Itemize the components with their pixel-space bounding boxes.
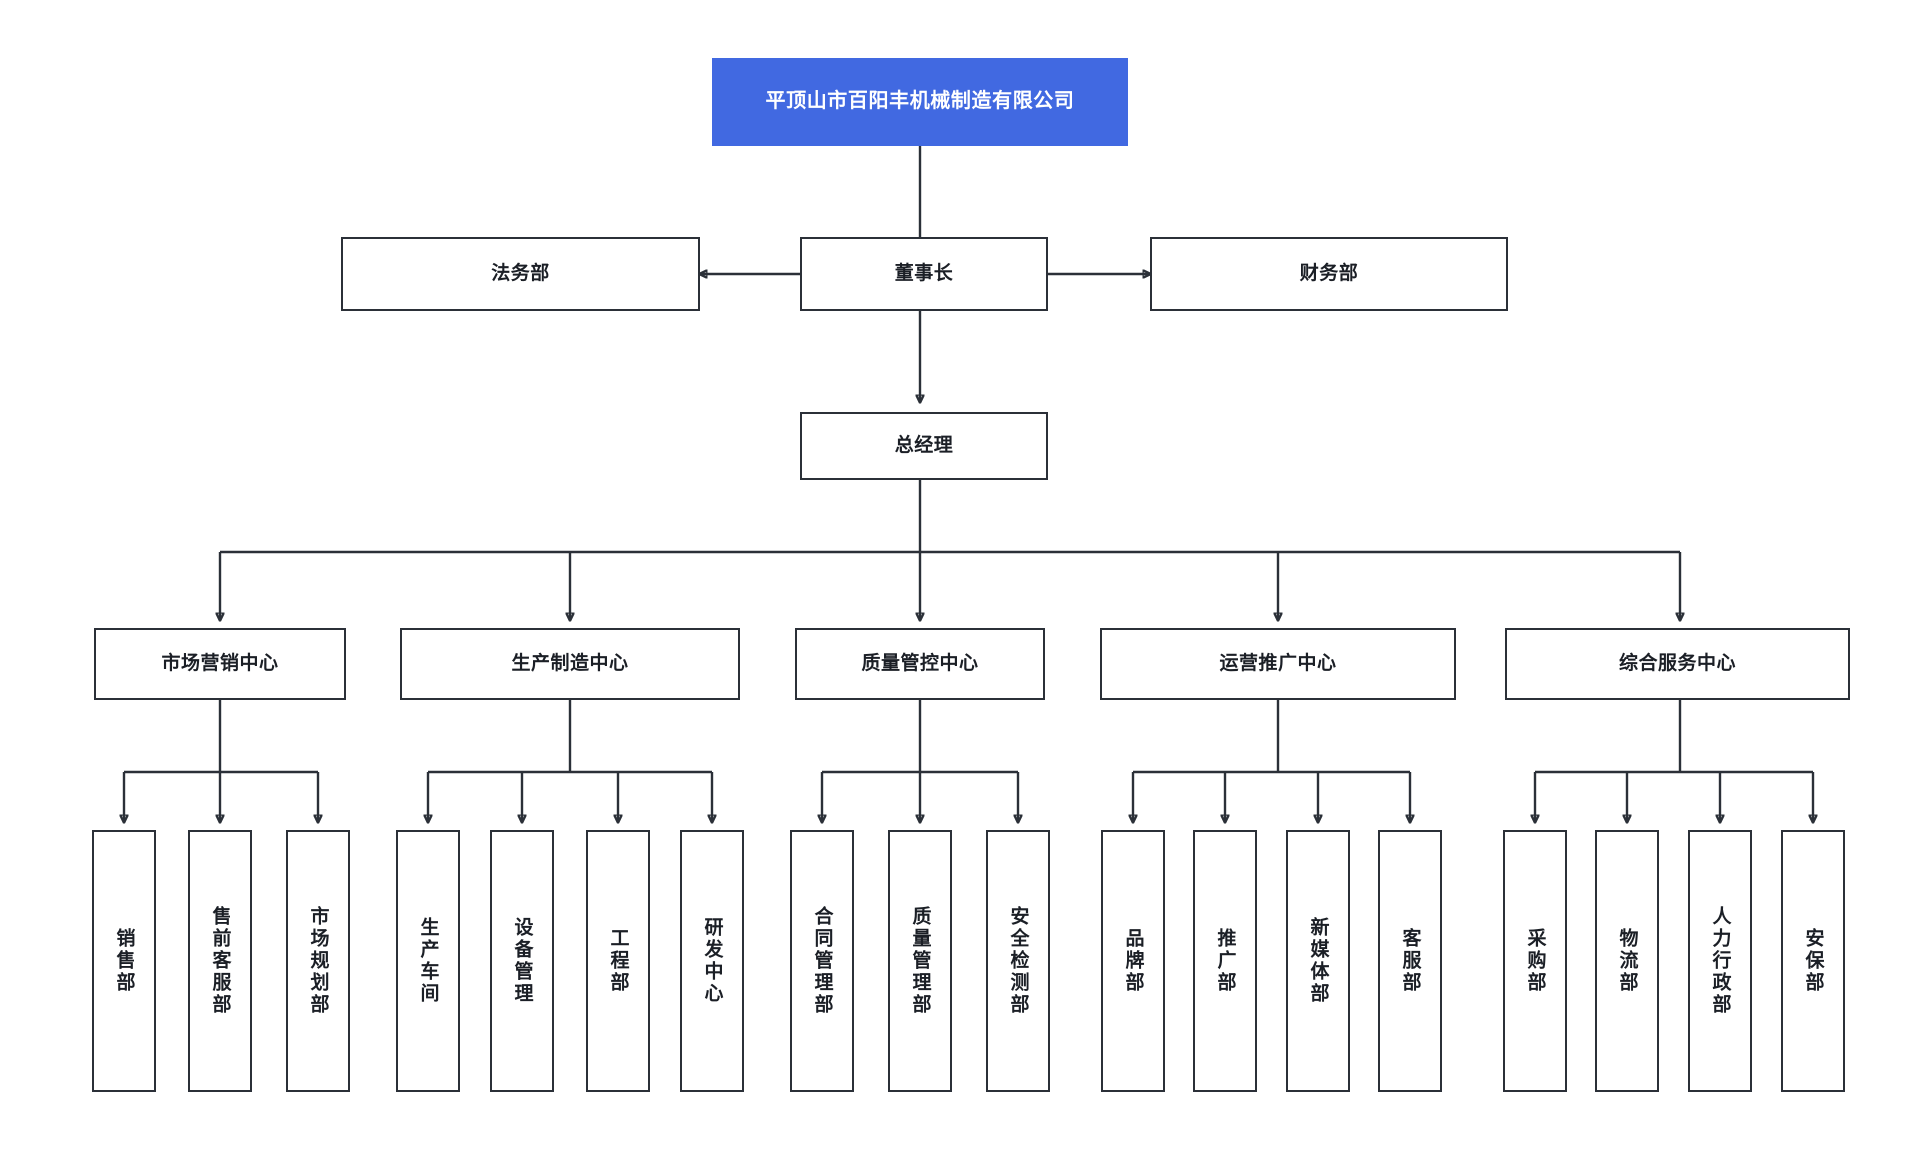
node-customer-service-dept-label: 客服部 — [1399, 928, 1421, 994]
company-name-label: 平顶山市百阳丰机械制造有限公司 — [765, 90, 1075, 113]
node-general-service-center-label: 综合服务中心 — [1618, 652, 1736, 674]
node-legal-dept-label: 法务部 — [491, 262, 550, 284]
node-rd-center[interactable]: 研发中心 — [680, 830, 744, 1092]
node-engineering-dept-label: 工程部 — [607, 928, 629, 994]
node-security-dept[interactable]: 安保部 — [1781, 830, 1845, 1092]
node-quality-management-dept[interactable]: 质量管理部 — [888, 830, 952, 1092]
node-safety-inspection-dept[interactable]: 安全检测部 — [986, 830, 1050, 1092]
node-manufacturing-center[interactable]: 生产制造中心 — [400, 628, 740, 700]
node-safety-inspection-dept-label: 安全检测部 — [1007, 906, 1029, 1016]
node-promotion-dept[interactable]: 推广部 — [1193, 830, 1257, 1092]
node-production-workshop-label: 生产车间 — [417, 917, 439, 1005]
node-legal-dept[interactable]: 法务部 — [341, 237, 700, 311]
node-logistics-dept-label: 物流部 — [1616, 928, 1638, 994]
node-brand-dept[interactable]: 品牌部 — [1101, 830, 1165, 1092]
node-quality-control-center[interactable]: 质量管控中心 — [795, 628, 1045, 700]
node-general-service-center[interactable]: 综合服务中心 — [1505, 628, 1850, 700]
node-general-manager[interactable]: 总经理 — [800, 412, 1048, 480]
node-finance-dept[interactable]: 财务部 — [1150, 237, 1508, 311]
node-contract-management-dept-label: 合同管理部 — [811, 906, 833, 1016]
company-root-node[interactable]: 平顶山市百阳丰机械制造有限公司 — [712, 58, 1128, 146]
node-promotion-dept-label: 推广部 — [1214, 928, 1236, 994]
node-security-dept-label: 安保部 — [1802, 928, 1824, 994]
node-contract-management-dept[interactable]: 合同管理部 — [790, 830, 854, 1092]
node-market-planning-dept-label: 市场规划部 — [307, 906, 329, 1016]
node-procurement-dept-label: 采购部 — [1524, 928, 1546, 994]
node-presales-service-dept[interactable]: 售前客服部 — [188, 830, 252, 1092]
node-quality-management-dept-label: 质量管理部 — [909, 906, 931, 1016]
node-rd-center-label: 研发中心 — [701, 917, 723, 1005]
node-marketing-center-label: 市场营销中心 — [161, 652, 279, 674]
node-customer-service-dept[interactable]: 客服部 — [1378, 830, 1442, 1092]
node-operations-promotion-center-label: 运营推广中心 — [1219, 652, 1337, 674]
node-brand-dept-label: 品牌部 — [1122, 928, 1144, 994]
node-sales-dept[interactable]: 销售部 — [92, 830, 156, 1092]
node-presales-service-dept-label: 售前客服部 — [209, 906, 231, 1016]
node-operations-promotion-center[interactable]: 运营推广中心 — [1100, 628, 1456, 700]
node-equipment-management-label: 设备管理 — [511, 917, 533, 1005]
node-hr-admin-dept[interactable]: 人力行政部 — [1688, 830, 1752, 1092]
node-procurement-dept[interactable]: 采购部 — [1503, 830, 1567, 1092]
node-marketing-center[interactable]: 市场营销中心 — [94, 628, 346, 700]
node-new-media-dept-label: 新媒体部 — [1307, 917, 1329, 1005]
node-hr-admin-dept-label: 人力行政部 — [1709, 906, 1731, 1016]
node-new-media-dept[interactable]: 新媒体部 — [1286, 830, 1350, 1092]
node-sales-dept-label: 销售部 — [113, 928, 135, 994]
node-quality-control-center-label: 质量管控中心 — [861, 652, 979, 674]
node-equipment-management[interactable]: 设备管理 — [490, 830, 554, 1092]
node-general-manager-label: 总经理 — [894, 434, 954, 456]
node-chairman-label: 董事长 — [894, 262, 954, 284]
node-engineering-dept[interactable]: 工程部 — [586, 830, 650, 1092]
node-production-workshop[interactable]: 生产车间 — [396, 830, 460, 1092]
node-logistics-dept[interactable]: 物流部 — [1595, 830, 1659, 1092]
node-chairman[interactable]: 董事长 — [800, 237, 1048, 311]
node-market-planning-dept[interactable]: 市场规划部 — [286, 830, 350, 1092]
node-manufacturing-center-label: 生产制造中心 — [511, 652, 629, 674]
node-finance-dept-label: 财务部 — [1299, 262, 1359, 284]
